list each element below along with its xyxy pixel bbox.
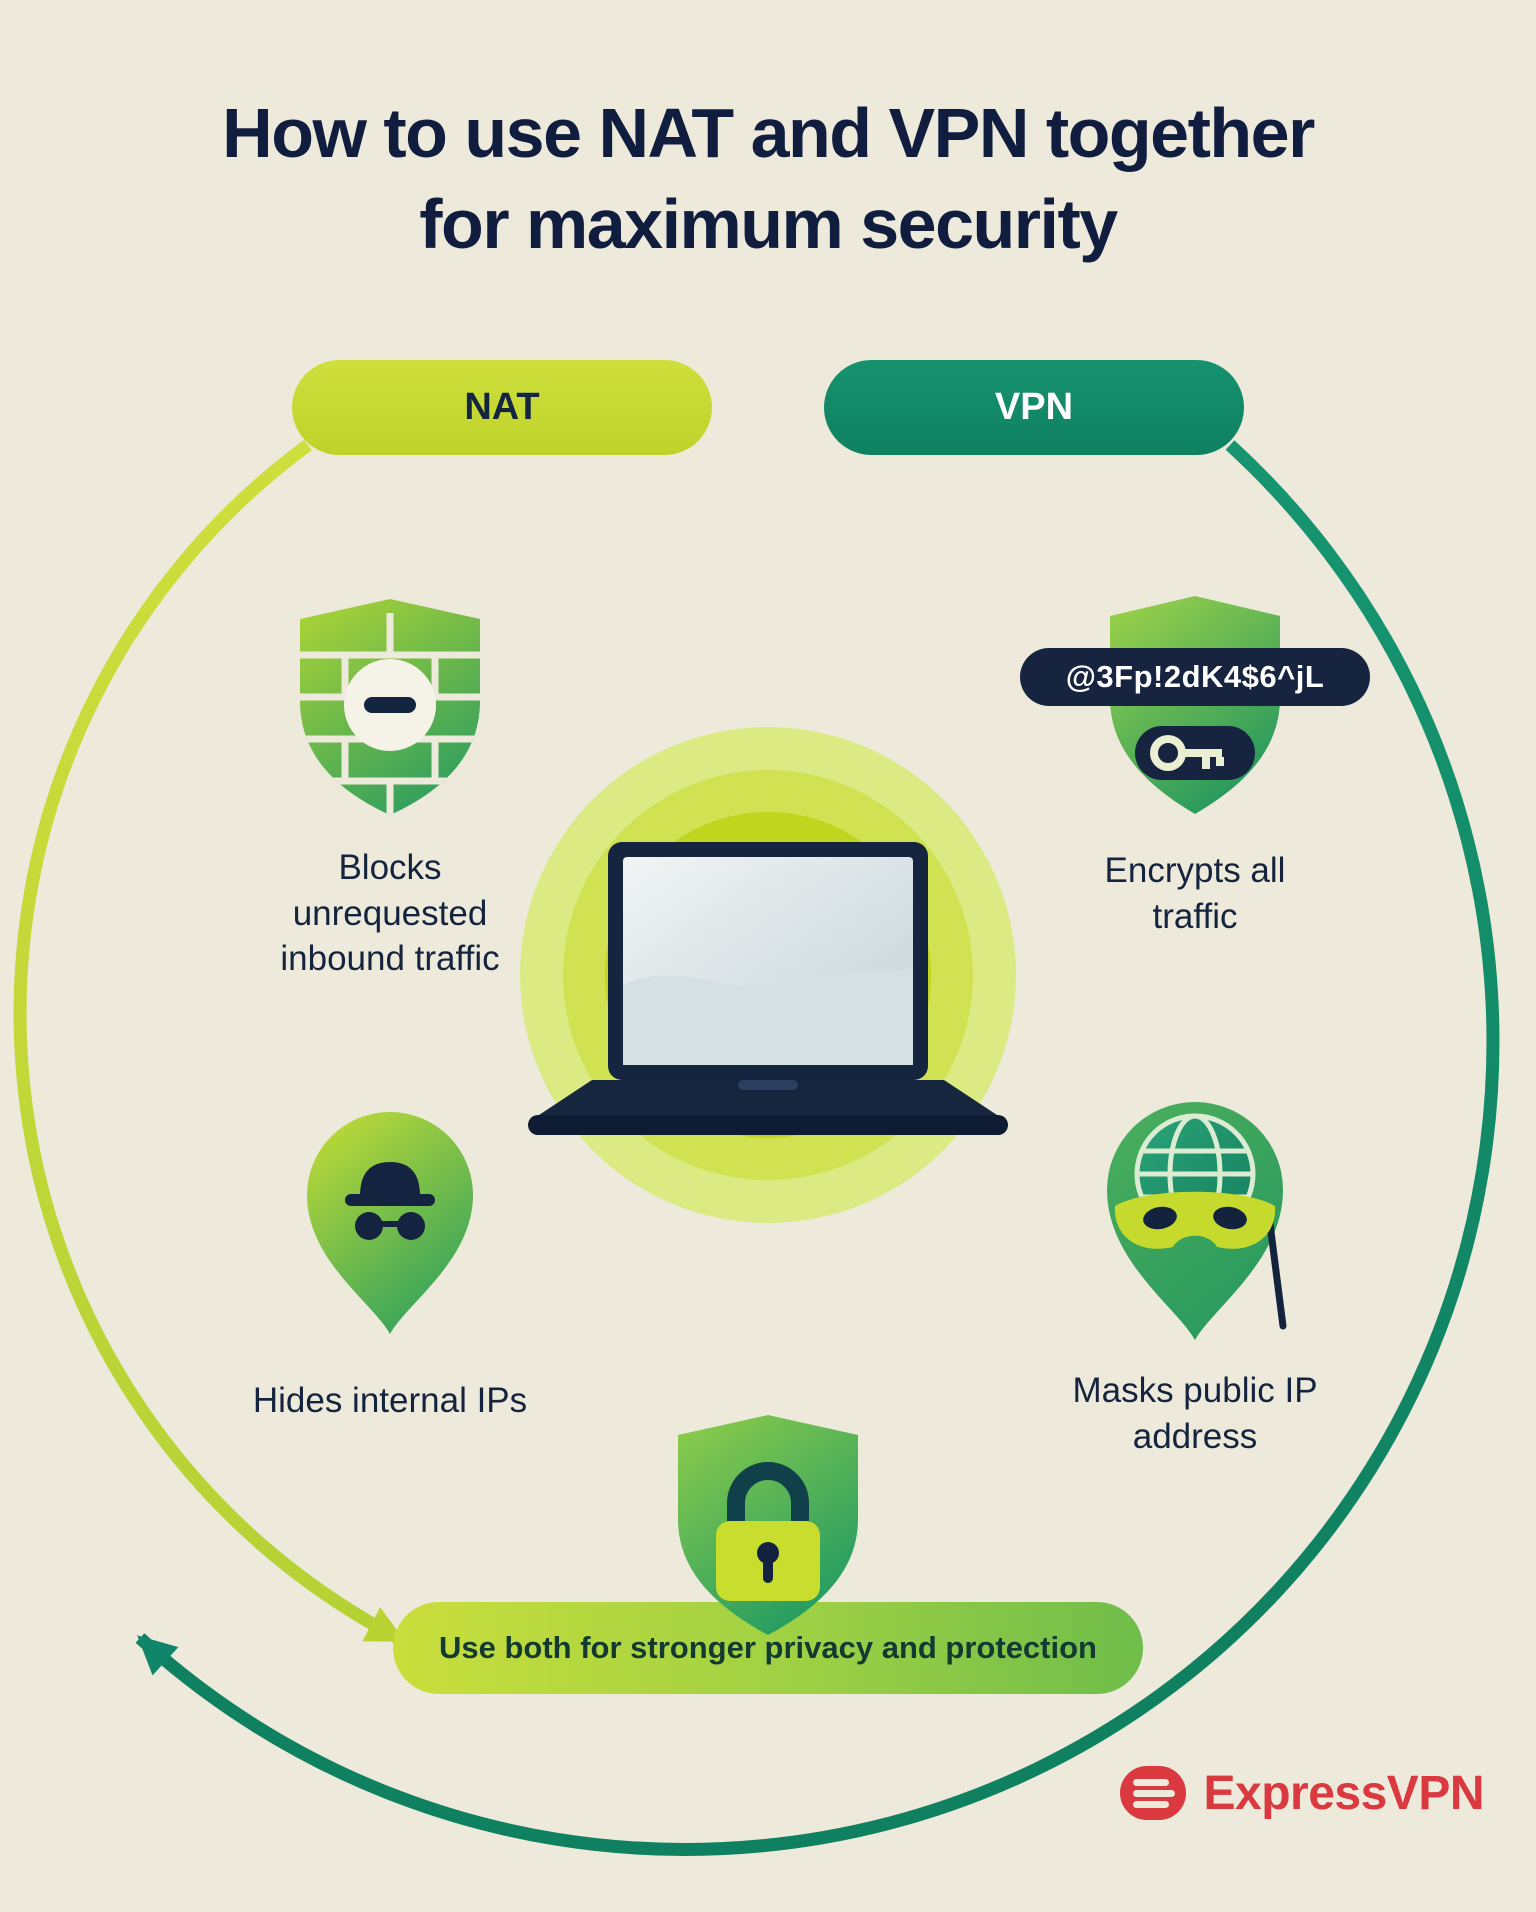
- page-title: How to use NAT and VPN together for maxi…: [0, 88, 1536, 270]
- minus-icon: [364, 697, 416, 713]
- vpn-badge-label: VPN: [994, 386, 1074, 428]
- page-title-line2: for maximum security: [419, 185, 1118, 263]
- encrypts-caption: Encrypts all traffic: [1104, 851, 1286, 936]
- laptop-screen-wave: [623, 967, 913, 1065]
- page-title-line1: How to use NAT and VPN together: [222, 94, 1315, 172]
- masked-globe-pin-icon: [1107, 1102, 1287, 1340]
- cipher-badge: @3Fp!2dK4$6^jL: [1020, 648, 1370, 706]
- expressvpn-logo-icon: [1119, 1766, 1186, 1820]
- mask-icon: [1114, 1191, 1276, 1249]
- nat-badge-label: NAT: [464, 386, 540, 428]
- laptop-deck: [536, 1080, 1000, 1117]
- laptop-illustration: [520, 727, 1016, 1223]
- laptop-icon: [528, 842, 1008, 1135]
- conclusion-label: Use both for stronger privacy and protec…: [439, 1630, 1097, 1665]
- brand-name: ExpressVPN: [1203, 1766, 1485, 1820]
- laptop-base: [528, 1115, 1008, 1135]
- cipher-text: @3Fp!2dK4$6^jL: [1065, 659, 1325, 694]
- key-icon: [1150, 735, 1224, 771]
- brand-logo: ExpressVPN: [1118, 1762, 1485, 1824]
- hides-caption: Hides internal IPs: [252, 1381, 528, 1420]
- spy-icon: [345, 1162, 435, 1240]
- padlock-icon: [716, 1462, 820, 1601]
- nat-flow-arc-arrow: [13, 439, 406, 1646]
- encryption-key-shield-icon: [1110, 596, 1280, 814]
- blocking-shield-icon: [300, 599, 480, 815]
- incognito-pin-icon: [307, 1111, 473, 1334]
- nat-badge: NAT: [292, 360, 712, 455]
- padlock-shield-icon: [678, 1415, 858, 1635]
- mask-stick: [1265, 1212, 1287, 1330]
- masks-caption: Masks public IP address: [1072, 1371, 1318, 1456]
- laptop-notch: [738, 1080, 798, 1090]
- vpn-flow-arc-arrow: [135, 440, 1500, 1856]
- blocks-caption: Blocks unrequested inbound traffic: [280, 848, 500, 978]
- vpn-badge: VPN: [824, 360, 1244, 455]
